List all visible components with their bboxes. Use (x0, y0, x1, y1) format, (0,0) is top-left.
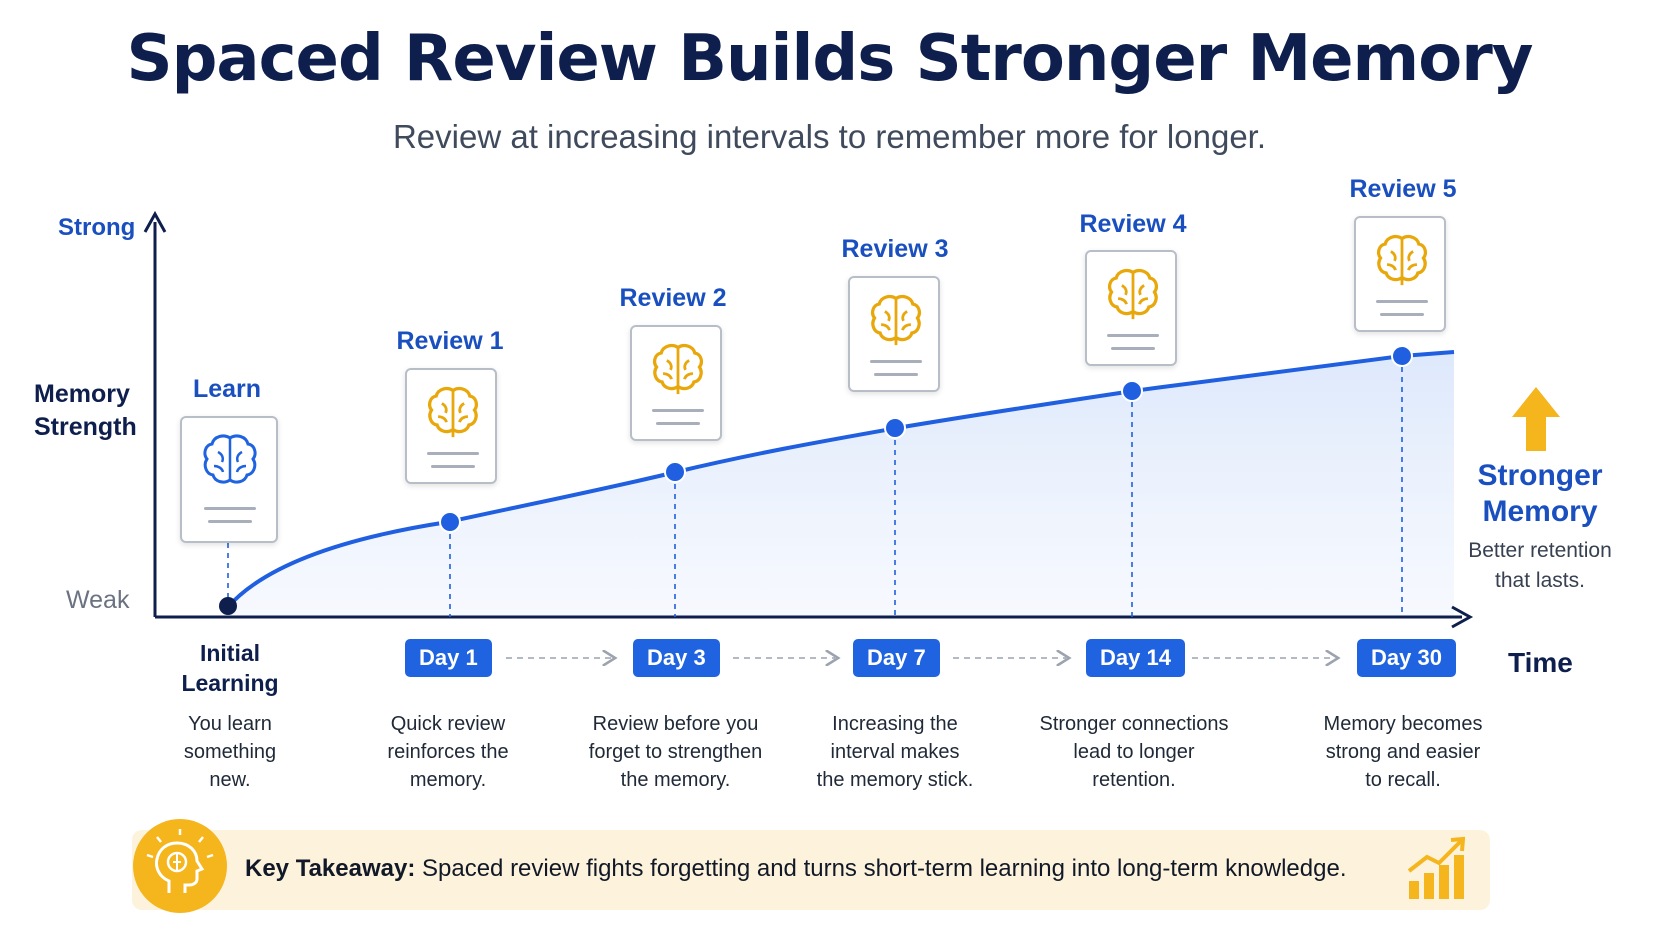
x-axis-arrow (1451, 605, 1474, 629)
card-line (1107, 334, 1159, 337)
card-line (652, 409, 704, 412)
learn-card (180, 416, 278, 543)
desc-line: Quick review (390, 713, 506, 735)
y-axis-top-label: Strong (58, 214, 136, 241)
learn-description: You learn something new. (130, 710, 330, 794)
initial-learning-line2: Learning (181, 670, 279, 696)
review-4-description: Stronger connections lead to longer rete… (1024, 710, 1244, 794)
desc-line: Review before you (592, 713, 759, 735)
initial-learning-line1: Initial (199, 640, 261, 666)
desc-line: strong and easier (1325, 741, 1481, 763)
desc-line: to recall. (1365, 769, 1441, 791)
card-line (427, 452, 479, 455)
review-3-card (848, 276, 940, 392)
learn-title: Learn (192, 375, 262, 403)
x-axis-title: Time (1508, 647, 1573, 678)
growth-chart-icon (1407, 836, 1466, 899)
review-1-card (405, 368, 497, 484)
y-axis-title: Memory Strength (34, 378, 137, 444)
review-5-description: Memory becomes strong and easier to reca… (1303, 710, 1503, 794)
lightbulb-head-icon (133, 819, 227, 913)
point-review-5 (1391, 345, 1413, 367)
desc-line: something (183, 741, 277, 763)
day-badge-30: Day 30 (1357, 639, 1456, 677)
side-desc-line2: that lasts. (1495, 569, 1585, 592)
initial-learning-label: Initial Learning (160, 638, 300, 698)
point-review-2 (664, 461, 686, 483)
y-axis-arrow (143, 210, 167, 233)
desc-line: forget to strengthen (588, 741, 763, 763)
brain-icon (203, 434, 257, 484)
desc-line: the memory. (620, 769, 731, 791)
desc-line: You learn (188, 713, 272, 735)
point-review-3 (884, 417, 906, 439)
day-badge-7: Day 7 (853, 639, 940, 677)
memory-area (227, 352, 1454, 617)
desc-line: interval makes (830, 741, 960, 763)
stronger-memory-title: Stronger Memory (1440, 458, 1640, 530)
card-line (208, 520, 252, 523)
review-5-title: Review 5 (1349, 175, 1457, 203)
desc-line: Increasing the (832, 713, 958, 735)
card-line (870, 360, 922, 363)
brain-icon (871, 294, 921, 346)
y-axis-title-line1: Memory (34, 380, 130, 408)
page-title: Spaced Review Builds Stronger Memory (126, 22, 1534, 96)
review-1-title: Review 1 (396, 327, 504, 355)
desc-line: Stronger connections (1039, 713, 1229, 735)
review-3-title: Review 3 (841, 235, 949, 263)
brain-icon (1377, 234, 1427, 286)
day-badge-3: Day 3 (633, 639, 720, 677)
up-arrow-icon (1512, 387, 1560, 451)
review-3-description: Increasing the interval makes the memory… (795, 710, 995, 794)
card-line (874, 373, 918, 376)
y-axis-bottom-label: Weak (66, 586, 130, 614)
day-badge-1: Day 1 (405, 639, 492, 677)
stronger-memory-description: Better retention that lasts. (1430, 536, 1650, 596)
page-subtitle: Review at increasing intervals to rememb… (392, 118, 1267, 155)
review-4-card (1085, 250, 1177, 366)
desc-line: the memory stick. (816, 769, 974, 791)
key-takeaway-label: Key Takeaway: (245, 855, 416, 882)
point-learn (219, 597, 237, 615)
review-1-description: Quick review reinforces the memory. (348, 710, 548, 794)
review-2-card (630, 325, 722, 441)
review-5-card (1354, 216, 1446, 332)
card-line (431, 465, 475, 468)
desc-line: retention. (1092, 769, 1176, 791)
point-review-1 (439, 511, 461, 533)
review-4-title: Review 4 (1079, 210, 1187, 238)
desc-line: Memory becomes (1323, 713, 1483, 735)
stronger-memory-line1: Stronger (1477, 459, 1603, 492)
card-line (656, 422, 700, 425)
stronger-memory-line2: Memory (1482, 495, 1598, 528)
key-takeaway-text: Key Takeaway: Spaced review fights forge… (245, 855, 1346, 883)
desc-line: memory. (409, 769, 487, 791)
desc-line: new. (209, 769, 251, 791)
side-desc-line1: Better retention (1468, 539, 1612, 562)
review-2-description: Review before you forget to strengthen t… (573, 710, 778, 794)
card-line (204, 507, 256, 510)
card-line (1380, 313, 1424, 316)
brain-icon (653, 343, 703, 395)
key-takeaway-bar (132, 830, 1490, 910)
y-axis-title-line2: Strength (34, 413, 137, 441)
brain-icon (1108, 268, 1158, 320)
memory-curve (225, 350, 1455, 610)
desc-line: lead to longer (1073, 741, 1195, 763)
brain-icon (428, 386, 478, 438)
point-review-4 (1121, 380, 1143, 402)
key-takeaway-body: Spaced review fights forgetting and turn… (422, 855, 1347, 882)
desc-line: reinforces the (387, 741, 509, 763)
card-line (1111, 347, 1155, 350)
day-badge-14: Day 14 (1086, 639, 1185, 677)
card-line (1376, 300, 1428, 303)
review-2-title: Review 2 (619, 284, 727, 312)
